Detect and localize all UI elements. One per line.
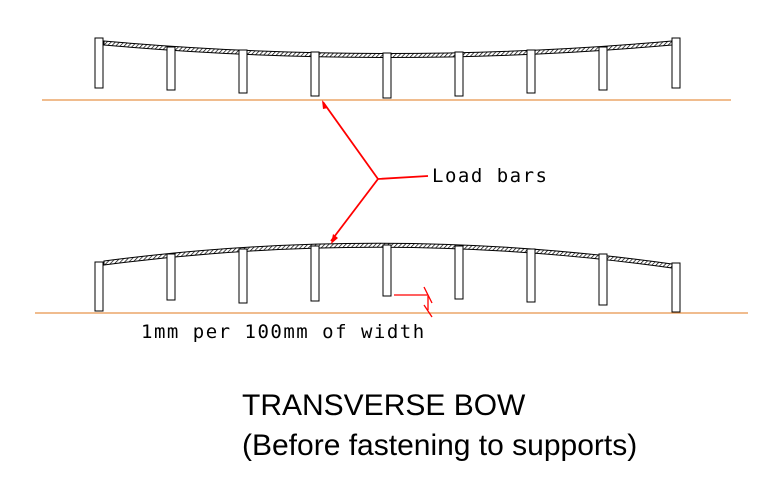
top-support	[94, 37, 104, 89]
bottom-support	[94, 261, 104, 312]
diagram-title: TRANSVERSE BOW	[242, 389, 526, 422]
bottom-support	[310, 245, 320, 302]
bottom-support	[526, 248, 536, 303]
bottom-support	[166, 253, 176, 301]
bottom-support	[454, 245, 464, 300]
bow-measure-label: 1mm per 100mm of width	[141, 321, 426, 343]
bottom-supports	[94, 244, 681, 313]
diagram-subtitle: (Before fastening to supports)	[242, 429, 637, 462]
bottom-assembly	[35, 242, 748, 318]
bottom-support	[238, 248, 248, 304]
top-support	[454, 51, 464, 97]
top-supports	[94, 37, 681, 99]
top-support	[671, 37, 681, 89]
top-support	[238, 49, 248, 94]
load-bars-label: Load bars	[432, 165, 548, 187]
bottom-support	[598, 253, 608, 306]
top-support	[598, 46, 608, 91]
top-assembly	[42, 37, 731, 101]
top-support	[382, 52, 392, 99]
top-support	[526, 49, 536, 94]
top-support	[310, 51, 320, 97]
bow-dimension	[394, 286, 433, 318]
load-bars-leader	[322, 100, 429, 244]
bottom-support	[382, 244, 392, 297]
top-support	[166, 46, 176, 91]
bottom-support	[671, 262, 681, 313]
